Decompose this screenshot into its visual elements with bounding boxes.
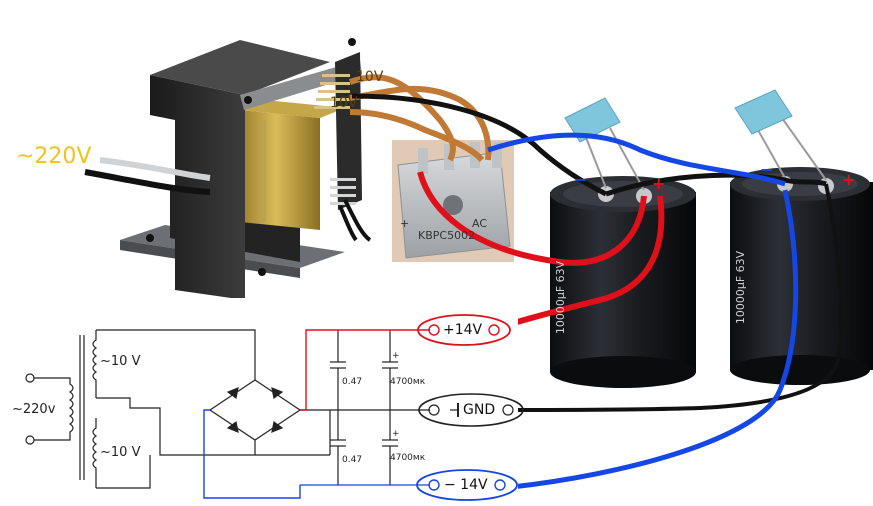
schematic-cap-bottom-large-label: 4700мк [390, 453, 426, 463]
bridge-pin [418, 148, 428, 174]
secondary-wire-2 [349, 109, 485, 163]
transformer-primary-lugs [330, 178, 356, 205]
transformer-coil-band [258, 120, 266, 222]
secondary-top-label: 10V [356, 69, 384, 85]
transformer-lead [343, 199, 372, 242]
bridge-mount-hole [443, 195, 463, 215]
transformer-terminals [314, 74, 350, 109]
schematic-colored-rails [203, 314, 518, 501]
pos-output-terminal [428, 324, 440, 336]
neg-output-terminal-right [494, 479, 506, 491]
output-negative-label: − 14V [444, 477, 488, 493]
secondary-bottom-label: 10V [330, 95, 358, 111]
schematic-cap-top-plus: + [392, 351, 400, 361]
bridge-pin [492, 142, 502, 168]
transformer-bolt [244, 96, 252, 104]
transformer [120, 38, 362, 300]
gnd-output-terminal-right [502, 404, 514, 416]
neg-output-ellipse [416, 469, 518, 501]
negative-wire-out [511, 189, 799, 490]
capacitor-right-bottom [730, 355, 870, 385]
bridge-part-number: KBPC5002 [418, 229, 476, 242]
positive-rail [300, 329, 430, 411]
capacitor-left-body [550, 192, 696, 372]
schematic-winding-top-label: ~10 V [100, 354, 141, 369]
primary-coil [34, 377, 74, 441]
schematic-cap-top-small-label: 0.47 [342, 377, 363, 387]
pos-output-terminal-right [488, 324, 500, 336]
transformer-core-top [150, 40, 330, 95]
centre-tap [96, 397, 330, 456]
transformer-core-front [150, 75, 245, 300]
schematic-input-label: ~220v [12, 402, 56, 417]
capacitor-left-plus: + [652, 174, 666, 193]
secondary-coil-bottom [92, 418, 98, 488]
transformer-lead [338, 205, 358, 242]
output-positive-label: +14V [443, 322, 483, 338]
winding-top-lead [96, 329, 256, 380]
output-gnd-label: GND [463, 402, 496, 418]
mains-voltage-label: ~220V [16, 144, 92, 169]
transformer-clamp [240, 60, 362, 110]
capacitor-right-minus: − [760, 160, 774, 179]
capacitor-left [550, 176, 696, 388]
transformer-coil-top [240, 100, 345, 118]
schematic-cap-bottom-small-label: 0.47 [342, 455, 363, 465]
schematic-cap-top-large-label: 4700мк [390, 377, 426, 387]
mains-wire-grey [99, 157, 211, 181]
secondary-coil-top [92, 330, 98, 398]
negative-rail [203, 409, 301, 499]
bridge-ac-marking: AC [472, 217, 488, 230]
schematic [10, 298, 524, 506]
transformer-coil [240, 110, 320, 230]
schematic-cap-bottom-plus: + [392, 429, 400, 439]
capacitor-right [730, 167, 873, 385]
negative-wire-bridge [487, 132, 786, 187]
secondary-wire-1 [349, 74, 456, 162]
secondary-wire-3 [349, 85, 492, 161]
capacitor-right-plus: + [842, 170, 856, 189]
capacitor-right-marking: 10000µF 63V [734, 250, 748, 325]
transformer-bolt [258, 268, 266, 276]
bridge-rectifier [392, 140, 514, 262]
film-capacitor-right [734, 89, 827, 181]
capacitor-right-body [730, 182, 873, 370]
schematic-background [10, 298, 518, 506]
transformer-bolt [348, 38, 356, 46]
neg-output-terminal [428, 479, 440, 491]
centre-tap-wire [351, 93, 608, 197]
diode-symbols [226, 387, 284, 433]
gnd-output-ellipse [418, 393, 524, 427]
mains-wire-black [84, 169, 211, 195]
capacitor-left-minus: − [574, 170, 588, 189]
transformer-bolt [146, 234, 154, 242]
pos-output-ellipse [417, 314, 511, 346]
capacitor-left-marking: 10000µF 63V [554, 260, 568, 335]
positive-wire-out [499, 195, 665, 330]
positive-wire-bridge [417, 171, 647, 266]
gnd-output-terminal [428, 404, 440, 416]
schematic-winding-bottom-label: ~10 V [100, 445, 141, 460]
winding-bottom-lead [96, 455, 151, 489]
bridge-plus-marking: + [400, 217, 410, 230]
capacitor-left-bottom [550, 356, 696, 388]
ground-drop-wire [511, 183, 844, 412]
